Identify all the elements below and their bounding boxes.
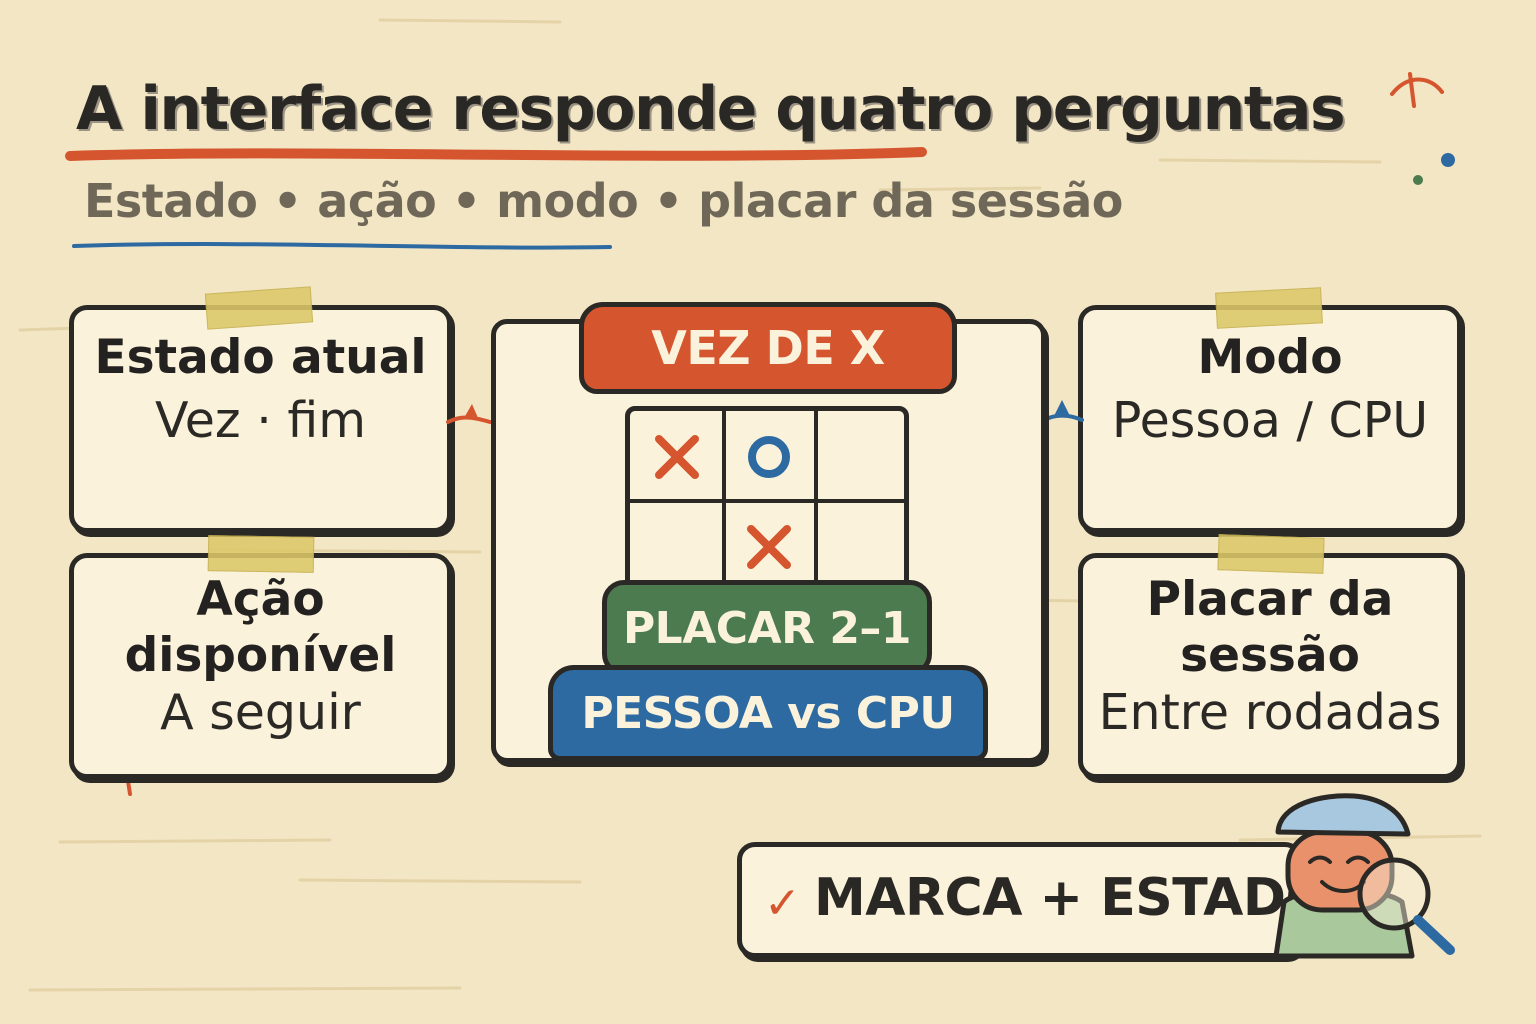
tape-strip [207,535,315,573]
check-icon: ✓ [764,878,801,929]
x-mark-icon [655,435,699,479]
board-cell-2[interactable] [724,411,814,503]
card-placar-sessao: Placar da sessão Entre rodadas [1078,553,1462,779]
mode-banner: PESSOA vs CPU [548,665,988,761]
score-banner: PLACAR 2–1 [602,580,932,676]
detective-with-magnifier-icon [1273,793,1455,959]
board-grid [630,411,904,591]
tape-strip [1215,287,1323,329]
card-acao-title-line2: disponível [124,628,397,683]
card-estado-atual-value: Vez · fim [155,392,366,449]
board-cell-3[interactable] [816,411,906,503]
card-acao-title-line1: Ação [196,572,325,627]
turn-banner: VEZ DE X [579,302,957,394]
tape-strip [204,286,314,330]
doodle-decoration [1390,72,1455,185]
x-mark-icon [747,525,791,569]
page-title: A interface responde quatro perguntas [76,74,1346,144]
board-cell-5[interactable] [724,501,814,593]
status-summary-box [737,842,1303,958]
board-cell-1[interactable] [632,411,722,503]
card-modo-title: Modo [1197,330,1343,385]
card-placar-value: Entre rodadas [1098,684,1442,741]
connector-arrow-right [1042,400,1084,422]
subtitle-underline [72,242,612,250]
card-estado-atual: Estado atual Vez · fim [69,305,452,533]
o-mark-icon [748,436,790,478]
card-acao-disponivel: Ação disponível A seguir [69,553,452,779]
status-summary-label: MARCA + ESTADO [814,868,1330,928]
page-subtitle: Estado • ação • modo • placar da sessão [84,174,1123,228]
card-estado-atual-title: Estado atual [94,330,427,385]
card-placar-title-line2: sessão [1180,628,1360,683]
card-placar-title-line1: Placar da [1146,572,1394,627]
tic-tac-toe-board [625,406,909,596]
connector-arrow-left [446,404,492,424]
card-modo-value: Pessoa / CPU [1111,392,1429,449]
title-underline [65,147,927,161]
card-acao-value: A seguir [160,684,361,741]
card-modo: Modo Pessoa / CPU [1078,305,1462,533]
tape-strip [1217,534,1325,574]
